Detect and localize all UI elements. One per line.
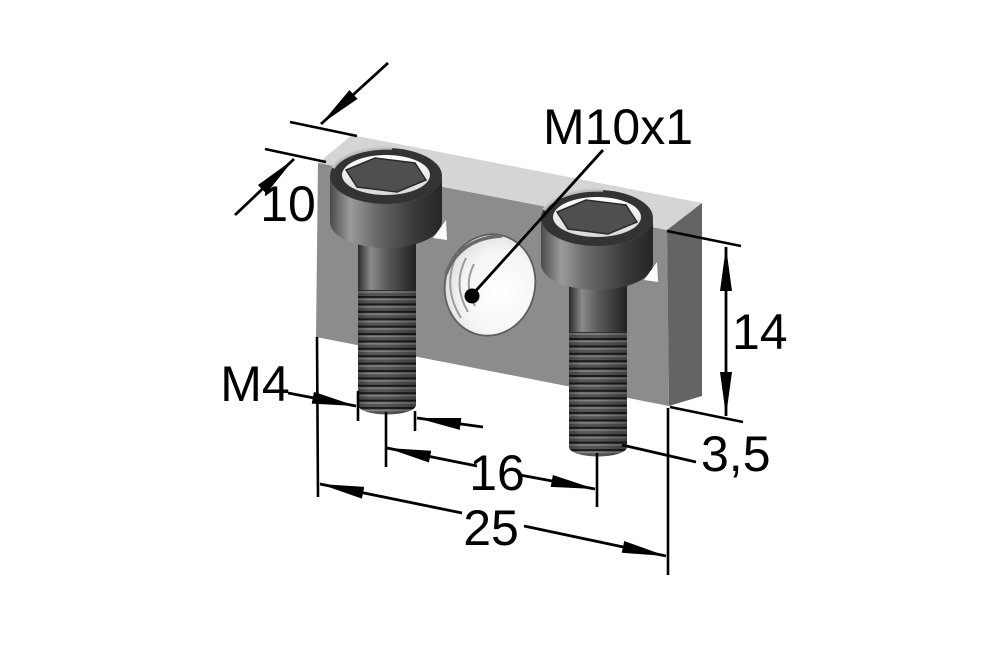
dimension-width-25: 25 (315, 336, 670, 575)
dim-hole-thread-label: M10x1 (543, 99, 693, 155)
dim-depth-label: 10 (260, 176, 316, 232)
dim-width-label: 25 (463, 500, 519, 556)
dimension-depth-10: 10 (234, 61, 389, 232)
dimension-spacing-16: 16 (384, 412, 599, 507)
dimension-height-14: 14 (666, 229, 788, 424)
dimension-screw-thread-m4: M4 (220, 356, 484, 431)
dim-screw-thread-label: M4 (220, 356, 289, 412)
dimension-hole-thread: M10x1 (464, 99, 693, 304)
dim-protrusion-label: 3,5 (701, 426, 771, 482)
dimension-protrusion-3-5: 3,5 (621, 426, 771, 482)
leader-dot (464, 288, 480, 304)
dim-spacing-label: 16 (469, 445, 525, 501)
block-right-face (667, 203, 702, 406)
dim-height-label: 14 (732, 304, 788, 360)
